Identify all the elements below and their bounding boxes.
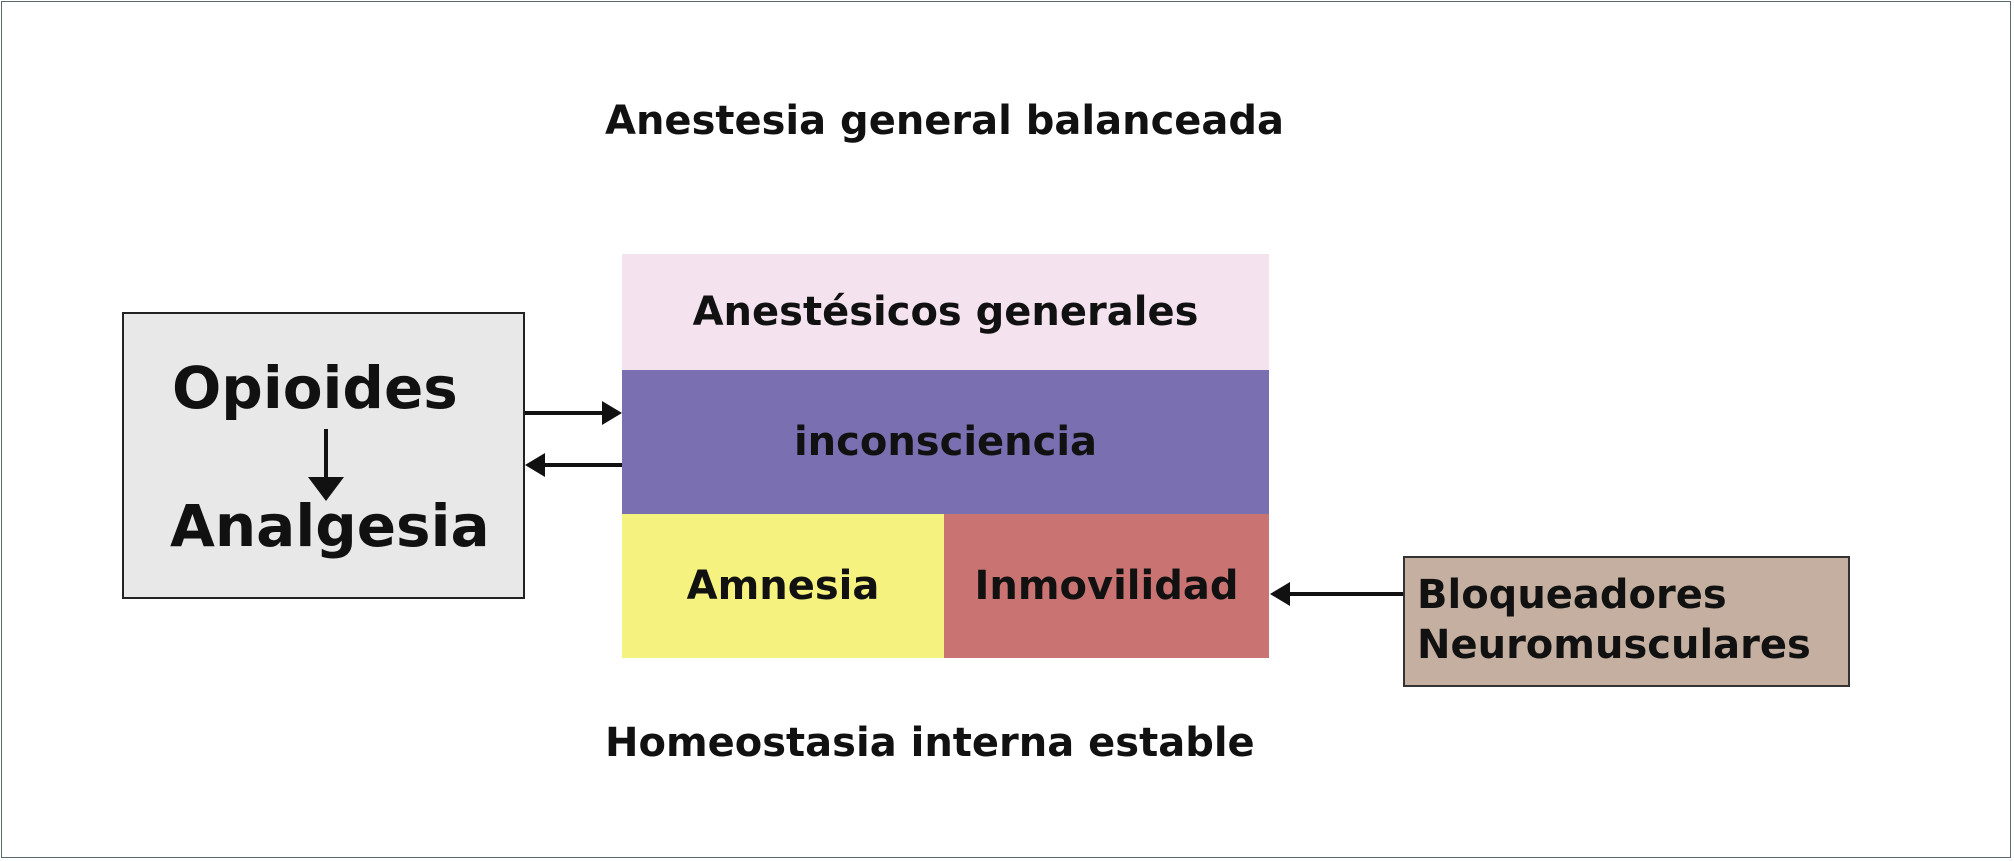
down-arrow-shaft bbox=[324, 429, 328, 479]
down-arrow-icon bbox=[308, 477, 344, 501]
block-amnesia: Amnesia bbox=[622, 514, 944, 658]
bloqueadores-arrow-shaft bbox=[1290, 592, 1403, 596]
left-arrow-icon bbox=[525, 453, 545, 477]
block-inmovilidad: Inmovilidad bbox=[944, 514, 1269, 658]
bloqueadores-arrow-icon bbox=[1270, 582, 1290, 606]
analgesia-label: Analgesia bbox=[170, 492, 490, 560]
neuromusculares-label: Neuromusculares bbox=[1417, 622, 1811, 668]
opioides-label: Opioides bbox=[172, 354, 458, 422]
block-inconsciencia: inconsciencia bbox=[622, 370, 1269, 514]
right-arrow-shaft bbox=[525, 411, 605, 415]
opioides-box: Opioides Analgesia bbox=[122, 312, 525, 599]
block-anestesicos-generales: Anestésicos generales bbox=[622, 254, 1269, 370]
left-arrow-shaft bbox=[543, 463, 622, 467]
diagram-footer: Homeostasia interna estable bbox=[605, 720, 1255, 766]
bloqueadores-label: Bloqueadores bbox=[1417, 572, 1727, 618]
diagram-title: Anestesia general balanceada bbox=[605, 98, 1285, 144]
bloqueadores-box: Bloqueadores Neuromusculares bbox=[1403, 556, 1850, 687]
right-arrow-icon bbox=[602, 401, 622, 425]
